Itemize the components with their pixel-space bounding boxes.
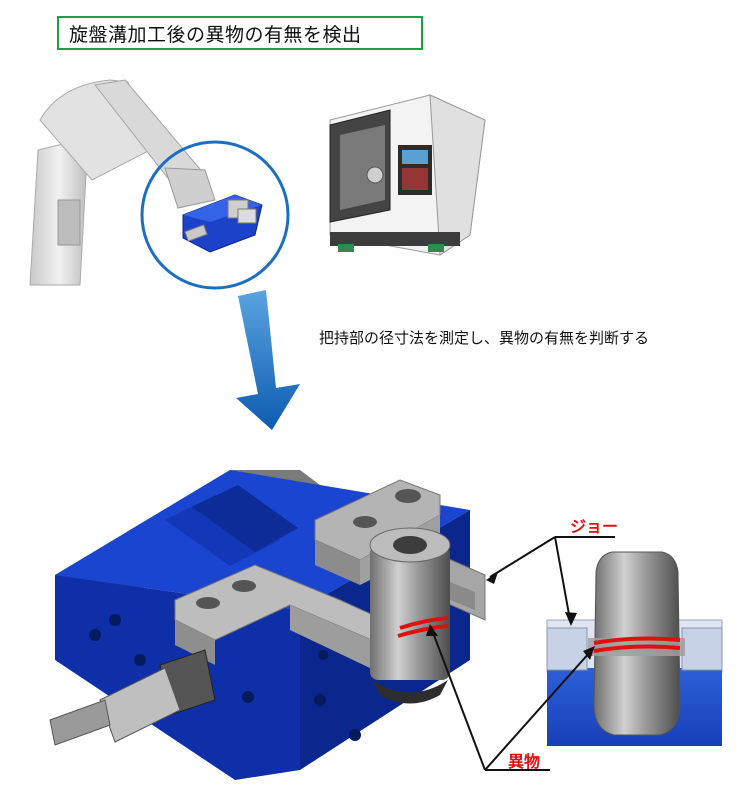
foreign-object-label: 異物: [508, 752, 541, 771]
cross-section-view: [546, 551, 723, 746]
down-arrow-icon: [236, 290, 300, 430]
jaw-label: ジョー: [570, 517, 619, 536]
robot-arm-icon: [29, 79, 216, 286]
gripper-icon: [182, 194, 263, 253]
magnifier-circle: [140, 140, 290, 290]
gripper-assembly: [49, 470, 486, 780]
leader-lines: [426, 536, 615, 771]
lathe-machine-icon: [329, 94, 486, 256]
page-title: 旋盤溝加工後の異物の有無を検出: [57, 16, 423, 50]
caption: 把持部の径寸法を測定し、異物の有無を判断する: [319, 329, 650, 347]
